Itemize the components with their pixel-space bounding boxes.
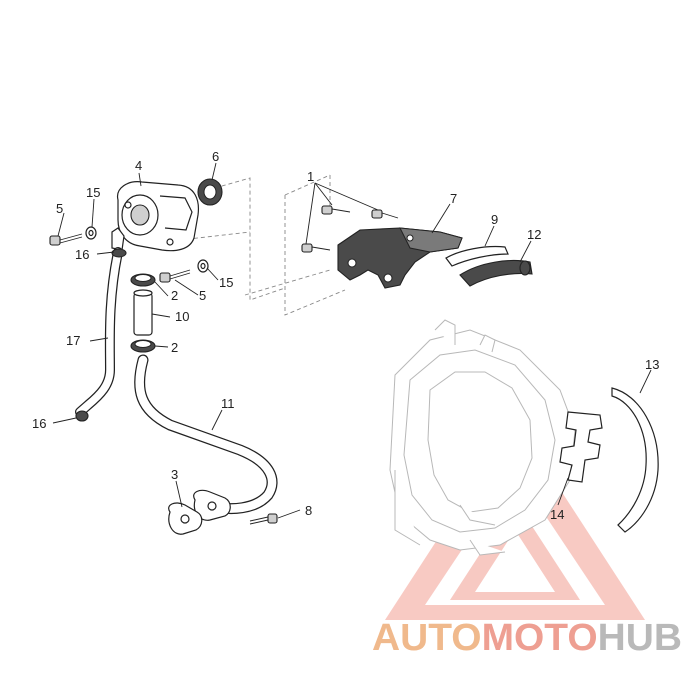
washer-left <box>85 226 97 240</box>
gasket <box>168 502 203 535</box>
callout-14: 14 <box>550 507 564 522</box>
hose <box>75 247 127 422</box>
callout-9: 9 <box>491 212 498 227</box>
callout-2-lower: 2 <box>171 340 178 355</box>
callout-16-lower: 16 <box>32 416 46 431</box>
callout-6: 6 <box>212 149 219 164</box>
bolt-left <box>49 233 83 246</box>
callout-13: 13 <box>645 357 659 372</box>
watermark-text: AUTOMOTOHUB <box>372 617 682 659</box>
callout-17: 17 <box>66 333 80 348</box>
callout-15-right: 15 <box>219 275 233 290</box>
assembly-guide-lines <box>179 174 346 316</box>
callout-1: 1 <box>307 169 314 184</box>
callout-5-left: 5 <box>56 201 63 216</box>
hose-clamp-lower <box>130 339 156 353</box>
callout-12: 12 <box>527 227 541 242</box>
callout-3: 3 <box>171 467 178 482</box>
shim <box>445 245 509 267</box>
bracket <box>337 227 463 289</box>
engine-housing <box>389 319 576 556</box>
arc-seal <box>611 387 659 533</box>
callout-4: 4 <box>135 158 142 173</box>
pipe <box>134 354 278 514</box>
bolt-flange <box>249 513 278 525</box>
pump-body <box>111 181 200 252</box>
watermark-part-3: HUB <box>598 617 682 659</box>
seal-ring <box>197 178 223 206</box>
callout-2-upper: 2 <box>171 288 178 303</box>
callout-7: 7 <box>450 191 457 206</box>
callout-8: 8 <box>305 503 312 518</box>
svg-text:AUTOMOTOHUB: AUTOMOTOHUB <box>372 617 682 659</box>
bolt-right <box>159 269 191 283</box>
gasket-flange <box>193 489 231 521</box>
callout-11: 11 <box>221 396 235 411</box>
watermark-part-1: AUTO <box>372 617 482 659</box>
hose-clamp-upper <box>130 273 156 287</box>
callout-labels: 1 2 2 3 4 5 5 6 7 8 9 10 11 12 13 14 15 … <box>32 149 659 522</box>
pad <box>459 259 533 287</box>
callout-10: 10 <box>175 309 189 324</box>
watermark-part-2: MOTO <box>482 617 598 659</box>
leader-lines <box>52 162 652 519</box>
callout-15-left: 15 <box>86 185 100 200</box>
connector-tube <box>133 289 153 336</box>
bracket-plate <box>559 411 603 483</box>
washer-right <box>197 259 209 273</box>
callout-16-upper: 16 <box>75 247 89 262</box>
callout-5-right: 5 <box>199 288 206 303</box>
